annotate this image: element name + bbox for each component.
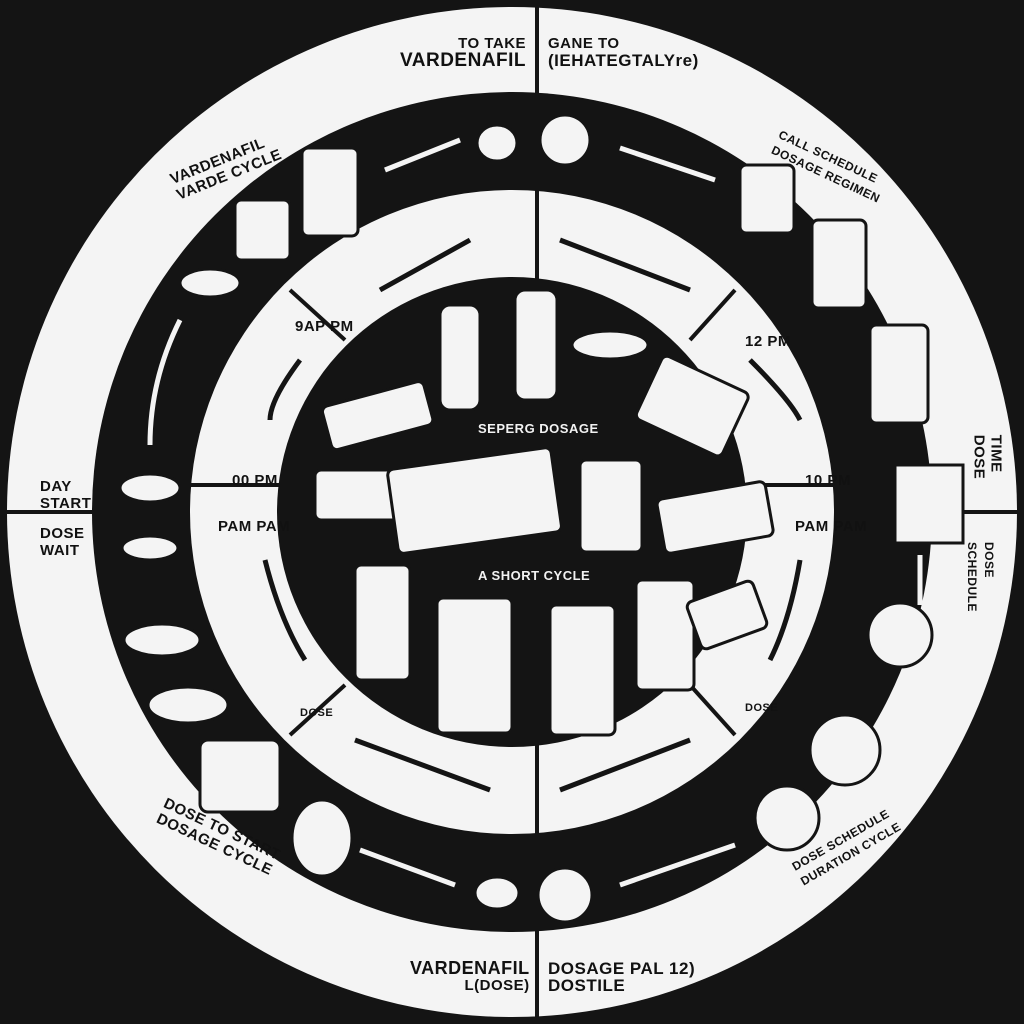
pill-icon	[146, 685, 230, 725]
time-left-2: PAM PAM	[218, 518, 291, 535]
box-icon	[893, 463, 965, 545]
blister-pack-icon	[634, 354, 750, 458]
time-left: 00 PM	[232, 472, 278, 489]
pill-icon	[178, 267, 242, 299]
blister-pack-icon	[320, 380, 435, 452]
pill-icon	[473, 875, 521, 911]
blister-pack-icon	[685, 579, 769, 651]
bottle-icon	[868, 323, 930, 425]
jar-icon	[233, 198, 292, 262]
pill-icon	[290, 798, 354, 878]
pill-icon	[538, 113, 592, 167]
test-tube-icon	[438, 303, 482, 412]
bottle-icon	[300, 146, 360, 238]
test-tube-icon	[513, 288, 559, 402]
bottle-icon	[634, 578, 696, 692]
pill-icons	[118, 113, 965, 924]
bottle-icon	[353, 563, 412, 682]
label-top-right: GANE TO(IEHATEGTALYre)	[548, 35, 699, 70]
pill-icon	[475, 123, 519, 163]
blister-pack-icon	[655, 480, 775, 555]
blister-pack-icon	[386, 446, 563, 555]
pill-icon	[808, 713, 882, 787]
bottom-ring-left: DOSE	[300, 707, 334, 719]
pill-stack-icon	[570, 329, 650, 361]
jar-icon	[198, 738, 282, 814]
pill-icon	[866, 601, 934, 669]
inner-arrows	[262, 237, 803, 793]
time-left-top: 9AP PM	[295, 318, 354, 335]
pill-icon	[753, 784, 821, 852]
bottle-icon	[578, 458, 644, 554]
time-right-top: 12 PM	[745, 333, 791, 350]
bottle-icon	[435, 596, 514, 735]
center-title: SEPERG DOSAGE	[478, 421, 599, 436]
time-right-2: PAM PAM	[795, 518, 868, 535]
bottom-ring-right: DOSE	[745, 702, 779, 714]
cycle-arrows	[147, 137, 923, 888]
pill-icon	[122, 622, 202, 658]
bottle-icon	[810, 218, 868, 310]
center-subtitle: A SHORT CYCLE	[478, 568, 591, 583]
bottle-icon	[548, 603, 617, 737]
time-right: 10 PM	[805, 472, 851, 489]
pill-icon	[120, 534, 180, 562]
pill-icon	[536, 866, 594, 924]
label-bottom-right: DOSAGE PAL 12)DOSTILE	[548, 959, 696, 995]
bottle-icon	[738, 163, 796, 235]
pill-icon	[118, 472, 182, 504]
